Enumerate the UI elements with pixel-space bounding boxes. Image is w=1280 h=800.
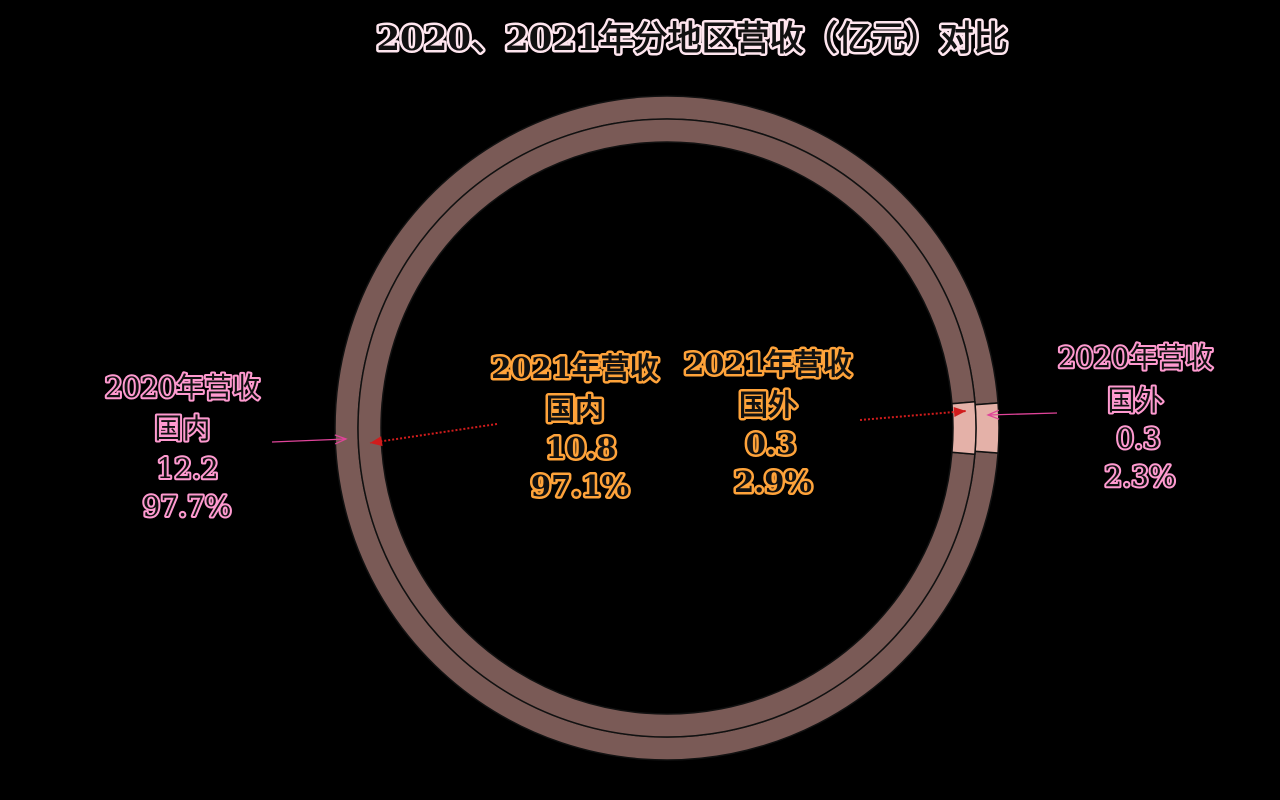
leader-2021-domestic-arrowhead: [370, 436, 383, 447]
label-2021-domestic-value: 10.8: [546, 431, 617, 465]
leader-2021-foreign-line: [859, 410, 967, 421]
label-2021-foreign-series: 2021年营收: [684, 347, 852, 381]
label-2020-foreign-series: 2020年营收: [1058, 341, 1213, 374]
label-2021-domestic: 2021年营收 国内 10.8 97.1%: [491, 351, 669, 503]
label-2020-foreign-value: 0.3: [1116, 422, 1161, 455]
label-2020-foreign-category: 国外: [1108, 384, 1164, 417]
donut-rings: [334, 95, 1000, 761]
slice-2020-domestic: [334, 95, 999, 761]
label-2020-domestic-percent: 97.7%: [143, 490, 232, 523]
label-2020-foreign: 2020年营收 国外 0.3 2.3%: [1058, 341, 1222, 493]
leader-2021-foreign-arrowhead: [953, 407, 966, 417]
label-2020-domestic-category: 国内: [155, 412, 211, 445]
label-2021-domestic-category: 国内: [546, 392, 604, 426]
label-2021-foreign-value: 0.3: [746, 427, 796, 461]
leader-2020-foreign-line: [987, 412, 1058, 416]
label-2021-domestic-percent: 97.1%: [531, 469, 629, 503]
leader-lines: [271, 407, 1058, 447]
label-2020-domestic-series: 2020年营收: [105, 371, 260, 404]
label-2020-domestic: 2020年营收 国内 12.2 97.7%: [105, 371, 269, 523]
label-2021-domestic-series: 2021年营收: [491, 351, 659, 385]
label-2021-foreign-category: 国外: [739, 388, 797, 422]
label-2021-foreign: 2021年营收 国外 0.3 2.9%: [684, 347, 862, 499]
leader-2020-foreign-arrowhead: [986, 409, 1000, 420]
leader-2020-domestic-line: [271, 438, 347, 443]
label-2020-foreign-percent: 2.3%: [1104, 460, 1175, 493]
leader-2020-domestic-arrowhead: [334, 434, 348, 445]
slice-2020-foreign: [974, 402, 1000, 454]
chart-title: 2020、2021年分地区营收（亿元）对比: [376, 19, 1007, 59]
label-2020-domestic-value: 12.2: [156, 452, 218, 485]
slice-2021-domestic: [357, 118, 976, 738]
label-2021-foreign-percent: 2.9%: [734, 465, 812, 499]
leader-2021-domestic-line: [369, 423, 498, 444]
